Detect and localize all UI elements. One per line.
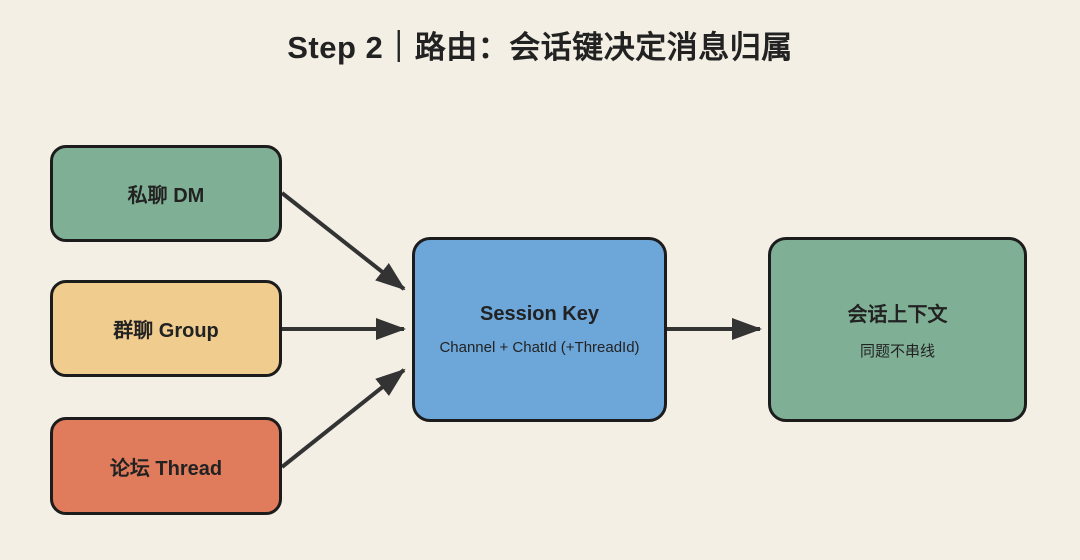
diagram-title: Step 2｜路由：会话键决定消息归属 bbox=[287, 30, 793, 65]
node-dm-label: 私聊 DM bbox=[127, 185, 205, 207]
node-group-label: 群聊 Group bbox=[113, 320, 219, 342]
node-group: 群聊 Group bbox=[50, 280, 282, 377]
node-dm: 私聊 DM bbox=[50, 145, 282, 242]
node-session-key: Session Key Channel + ChatId (+ThreadId) bbox=[412, 237, 667, 422]
arrow-thread-to-session bbox=[280, 368, 406, 469]
node-session-context-sublabel: 同题不串线 bbox=[859, 343, 935, 360]
node-session-context-label: 会话上下文 bbox=[847, 304, 948, 326]
node-thread: 论坛 Thread bbox=[50, 417, 282, 515]
node-thread-label: 论坛 Thread bbox=[109, 457, 223, 480]
arrow-dm-to-session bbox=[280, 191, 406, 291]
node-session-key-sublabel: Channel + ChatId (+ThreadId) bbox=[439, 339, 640, 356]
node-session-context: 会话上下文 同题不串线 bbox=[768, 237, 1027, 422]
node-session-key-label: Session Key bbox=[480, 303, 599, 325]
